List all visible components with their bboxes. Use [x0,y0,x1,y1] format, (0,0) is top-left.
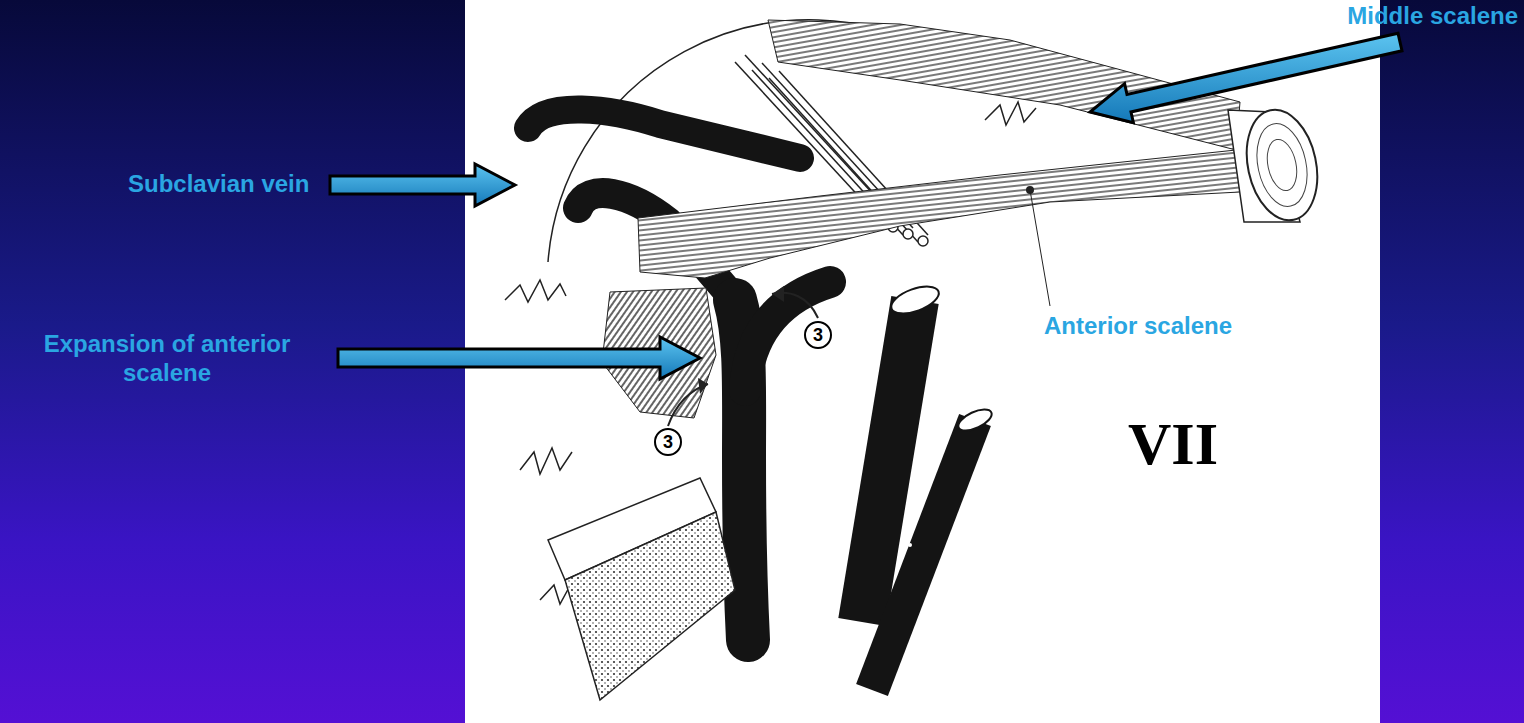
callout-number: 3 [804,321,832,349]
anterior-scalene-muscle [638,150,1240,278]
leader-line [1026,186,1050,306]
structure-label: Expansion of anterior scalene [4,330,330,388]
artery [862,281,995,690]
cut-muscle-end [1228,103,1327,227]
structure-label: Subclavian vein [128,170,309,199]
structure-label: Anterior scalene [1040,312,1236,341]
clavicle [548,478,735,700]
cut-edge [520,448,572,474]
pointer-arrow [330,164,515,206]
cut-edge [505,280,566,302]
cut-edge [985,102,1036,125]
figure-number: VII [1128,414,1218,474]
callout-number: 3 [654,428,682,456]
pointer-arrow [1090,33,1402,123]
pointer-arrow [338,337,700,379]
structure-label: Middle scalene [1347,2,1518,31]
